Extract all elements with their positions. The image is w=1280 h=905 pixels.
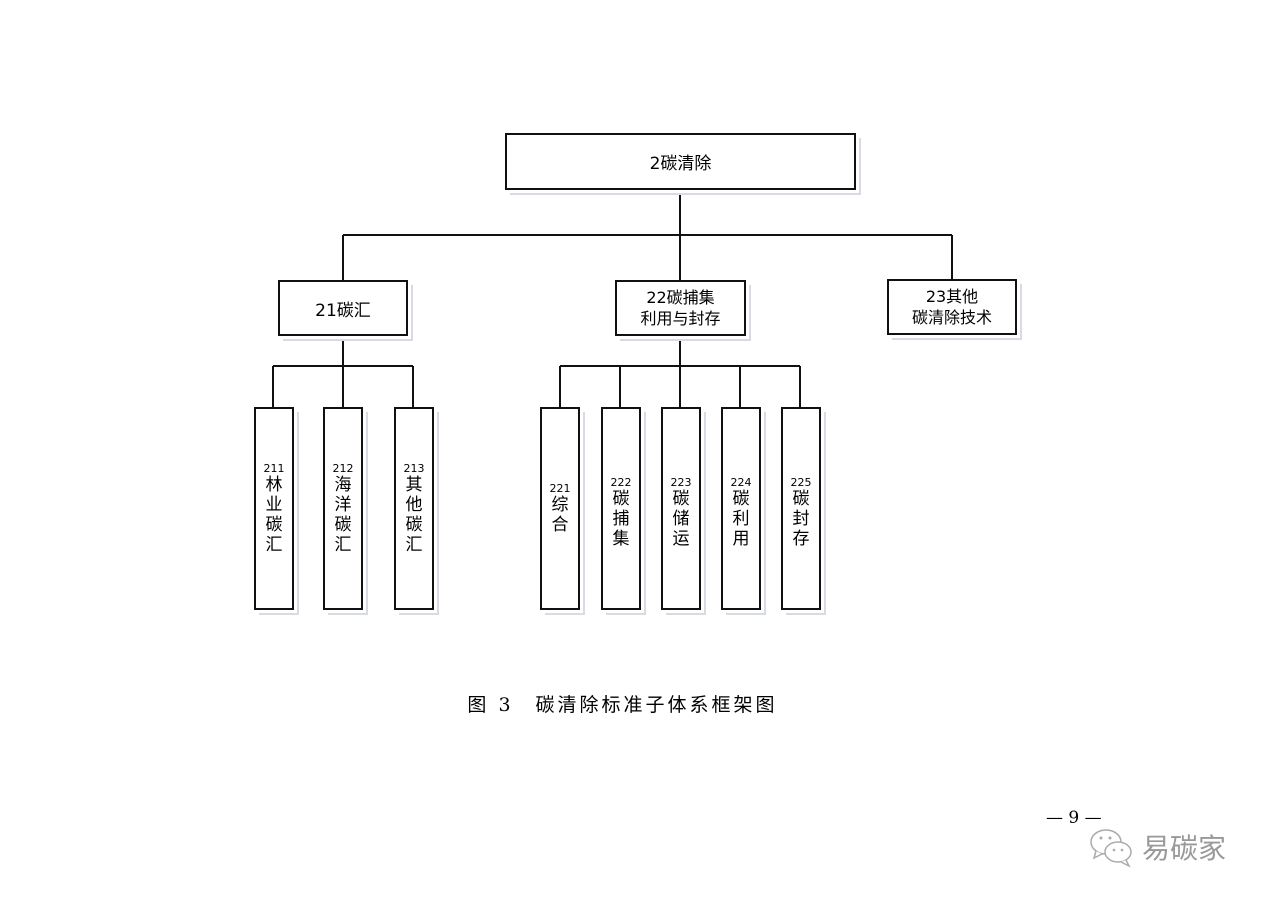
node-22-line1: 22碳捕集 bbox=[646, 288, 715, 307]
node-23-line2: 碳清除技术 bbox=[911, 308, 992, 327]
node-char: 利 bbox=[732, 509, 750, 529]
page-number: — 9 — bbox=[1046, 808, 1102, 828]
node-char: 林 bbox=[265, 475, 283, 495]
root-label: 2碳清除 bbox=[649, 154, 712, 174]
node-number: 225 bbox=[790, 476, 812, 489]
node-char: 汇 bbox=[334, 535, 352, 555]
node-char: 封 bbox=[792, 509, 810, 529]
node-21: 21碳汇 bbox=[278, 280, 408, 336]
node-22-line2: 利用与封存 bbox=[640, 309, 721, 328]
node-number: 223 bbox=[670, 476, 692, 489]
node-char: 碳 bbox=[334, 515, 352, 535]
node-number: 222 bbox=[610, 476, 632, 489]
node-char: 碳 bbox=[265, 515, 283, 535]
node-char: 集 bbox=[612, 529, 630, 549]
node-char: 洋 bbox=[334, 495, 352, 515]
node-23: 23其他 碳清除技术 bbox=[887, 279, 1017, 335]
node-char: 综 bbox=[551, 495, 569, 515]
node-number: 213 bbox=[403, 462, 425, 475]
node-char: 碳 bbox=[732, 489, 750, 509]
node-char: 碳 bbox=[612, 489, 630, 509]
node-23-line1: 23其他 bbox=[925, 287, 979, 306]
wechat-icon bbox=[1090, 829, 1132, 868]
watermark: 易碳家 bbox=[1088, 826, 1226, 868]
node-char: 存 bbox=[792, 529, 810, 549]
node-char: 合 bbox=[551, 515, 569, 535]
node-char: 海 bbox=[334, 475, 352, 495]
node-char: 汇 bbox=[405, 535, 423, 555]
node-21-label: 21碳汇 bbox=[315, 300, 371, 321]
node-char: 储 bbox=[672, 509, 690, 529]
node-number: 224 bbox=[730, 476, 752, 489]
node-char: 运 bbox=[672, 529, 690, 549]
node-22: 22碳捕集 利用与封存 bbox=[615, 280, 746, 336]
node-char: 业 bbox=[265, 495, 283, 515]
node-char: 其 bbox=[405, 475, 423, 495]
watermark-text: 易碳家 bbox=[1142, 832, 1227, 865]
node-char: 他 bbox=[405, 495, 423, 515]
node-number: 221 bbox=[549, 482, 571, 495]
figure-caption: 图 3 碳清除标准子体系框架图 bbox=[467, 694, 778, 716]
node-char: 汇 bbox=[265, 535, 283, 555]
node-char: 用 bbox=[732, 529, 750, 549]
node-number: 211 bbox=[263, 462, 285, 475]
node-number: 212 bbox=[332, 462, 354, 475]
node-char: 捕 bbox=[612, 509, 630, 529]
node-char: 碳 bbox=[792, 489, 810, 509]
node-char: 碳 bbox=[672, 489, 690, 509]
root-node: 2碳清除 bbox=[505, 133, 856, 190]
node-char: 碳 bbox=[405, 515, 423, 535]
